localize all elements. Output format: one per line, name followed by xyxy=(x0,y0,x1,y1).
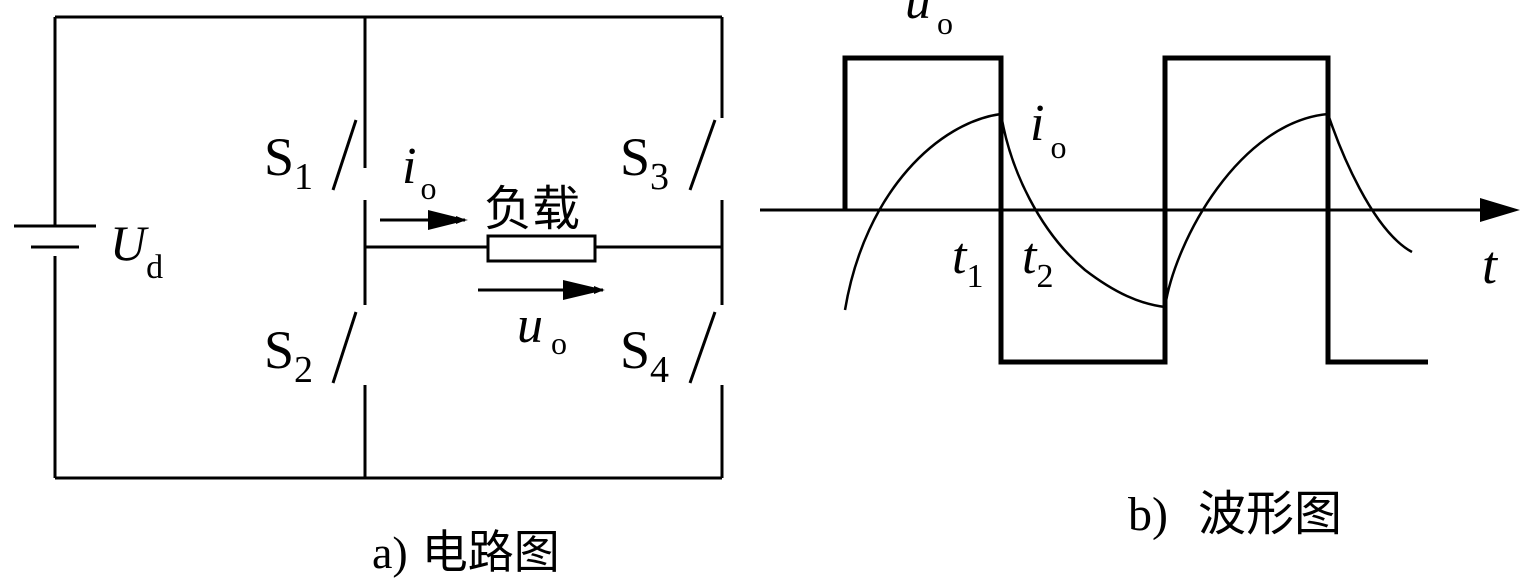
t2-label: t2 xyxy=(1022,228,1053,295)
switch-s1-label: S1 xyxy=(264,127,313,198)
switch-s4-blade xyxy=(688,311,717,384)
time-axis-label: t xyxy=(1482,235,1499,295)
switch-s4-label: S4 xyxy=(620,320,669,391)
circuit-diagram xyxy=(14,15,724,480)
waveform-diagram xyxy=(760,55,1490,365)
switch-s1-blade xyxy=(331,119,358,191)
current-curve xyxy=(843,112,1413,311)
switch-s3-label: S3 xyxy=(620,127,669,198)
load-label: 负载 xyxy=(484,181,580,237)
load-resistor xyxy=(486,234,597,263)
circuit-caption: a)电路图 xyxy=(372,525,560,579)
source-voltage-label: Ud xyxy=(110,215,163,286)
voltage-square-wave xyxy=(842,55,1428,365)
t1-label: t1 xyxy=(952,228,983,295)
switch-s2-label: S2 xyxy=(264,320,313,391)
current-arrow-head-icon xyxy=(428,210,468,230)
voltage-arrow-head-icon xyxy=(563,280,605,300)
switch-s3-blade xyxy=(688,119,717,191)
waveform-caption: b)波形图 xyxy=(1128,486,1342,542)
switch-s2-blade xyxy=(331,311,358,384)
time-axis-arrow-icon xyxy=(1480,198,1520,222)
